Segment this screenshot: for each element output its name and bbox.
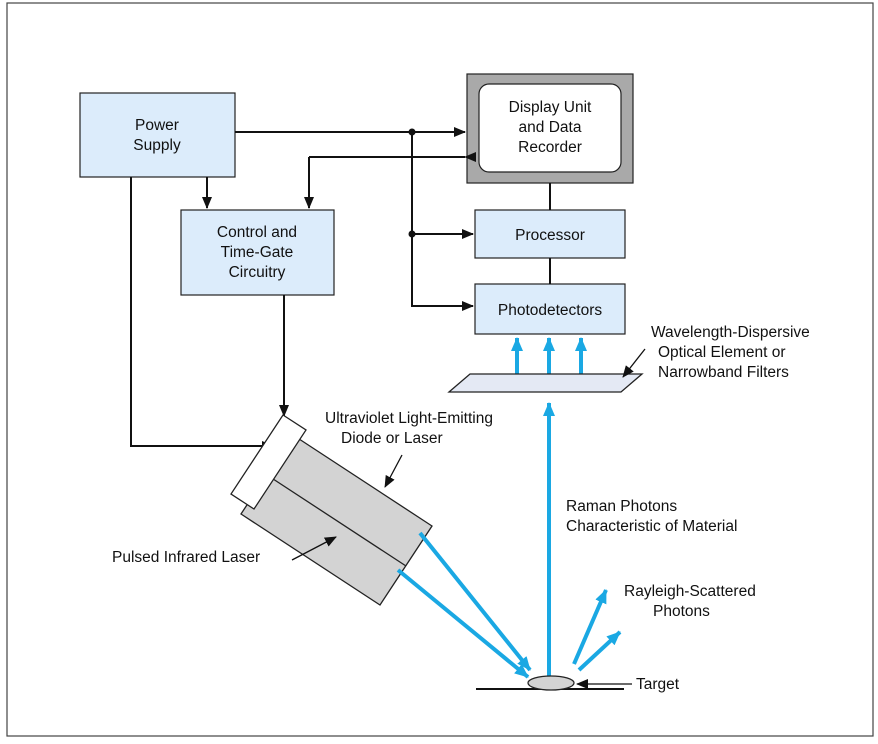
processor-label: Processor [515,227,585,244]
dispersive-label: Wavelength-Dispersive Optical Element or… [651,324,810,381]
junction-dot-top [408,128,416,136]
ir-laser-label: Pulsed Infrared Laser [112,549,260,566]
power-supply-block: Power Supply [79,92,236,178]
junction-dot-middle [408,230,416,238]
processor-block: Processor [474,209,626,259]
dispersive-line-2: Optical Element or [658,344,786,361]
power-supply-line-2: Supply [133,137,181,154]
display-line-2: and Data [519,119,582,136]
uv-source-line-2: Diode or Laser [341,430,443,447]
ir-laser-pointer [291,536,337,561]
dispersive-pointer [622,348,646,378]
display-line-1: Display Unit [509,99,592,116]
display-recorder-block: Display Unit and Data Recorder [466,73,634,184]
uv-source-label: Ultraviolet Light-Emitting Diode or Lase… [325,410,493,447]
display-screen [478,83,622,173]
target [476,675,624,691]
control-circuitry-block: Control and Time-Gate Circuitry [180,209,335,296]
rayleigh-line-1: Rayleigh-Scattered [624,583,756,600]
rayleigh-arrow-2 [577,630,622,672]
power-supply-line-1: Power [135,117,179,134]
target-sample [527,675,575,691]
raman-line-1: Raman Photons [566,498,677,515]
raman-label: Raman Photons Characteristic of Material [566,498,737,535]
laser-assembly [230,414,433,606]
rayleigh-label: Rayleigh-Scattered Photons [624,583,756,620]
rayleigh-arrow-1 [572,589,608,665]
bus-to-photodetectors-wire [411,132,474,311]
wiring [130,127,476,451]
dispersive-line-1: Wavelength-Dispersive [651,324,810,341]
control-line-2: Time-Gate [221,244,294,261]
dispersive-line-3: Narrowband Filters [658,364,789,381]
ir-beam-arrow [396,568,530,679]
dispersive-element-plate [447,373,644,393]
uv-source-line-1: Ultraviolet Light-Emitting [325,410,493,427]
laser-end-cap [230,414,307,510]
uv-source-pointer [384,454,403,488]
control-line-1: Control and [217,224,297,241]
rayleigh-line-2: Photons [653,603,710,620]
photodetectors-label: Photodetectors [498,302,603,319]
display-line-3: Recorder [518,139,582,156]
power-to-laser-wire [130,177,274,451]
control-line-3: Circuitry [229,264,286,281]
raman-line-2: Characteristic of Material [566,518,737,535]
uv-beam-arrow [418,531,532,672]
callout-pointers [291,348,646,689]
laser-divider-line [266,474,407,567]
target-label: Target [636,676,680,693]
photodetectors-block: Photodetectors [474,283,626,335]
